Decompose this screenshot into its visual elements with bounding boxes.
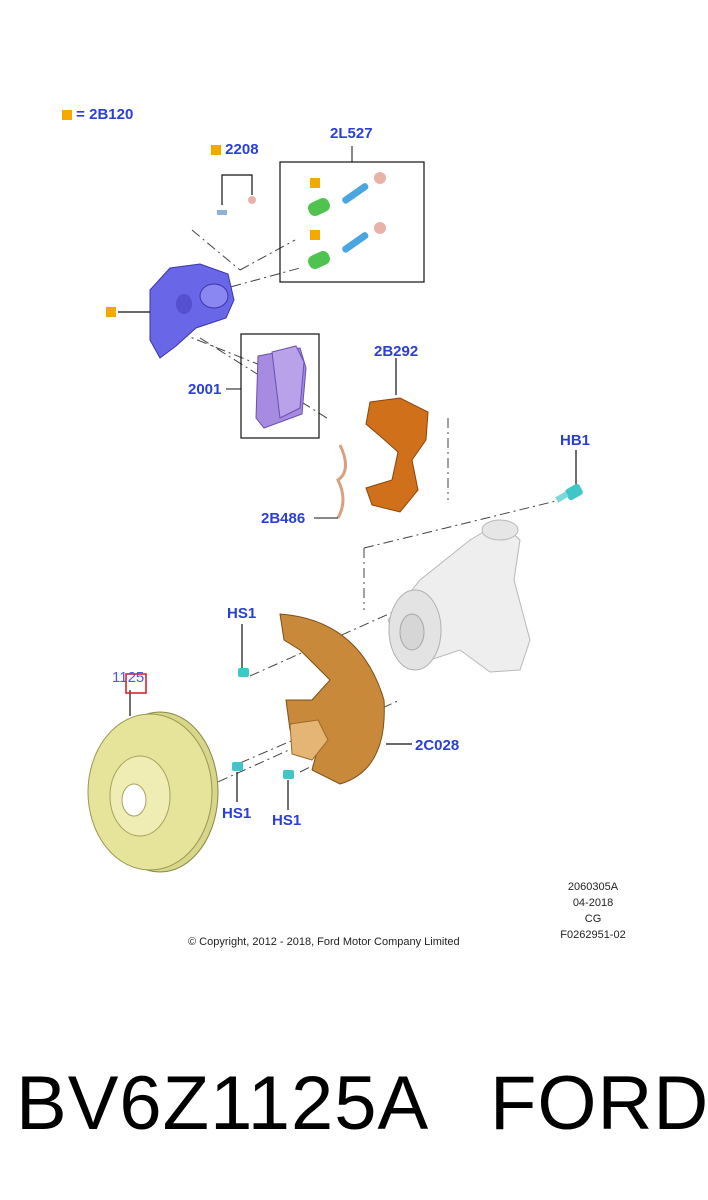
meta-ref: F0262951-02 <box>560 929 626 941</box>
label-HS1-left: HS1 <box>222 805 252 822</box>
meta-date: 04-2018 <box>572 897 614 909</box>
label-HS1-right: HS1 <box>272 812 302 829</box>
legend-code: = 2B120 <box>76 106 134 123</box>
label-2208: 2208 <box>211 141 259 158</box>
part-number: BV6Z1125A <box>16 1061 430 1146</box>
copyright: © Copyright, 2012 - 2018, Ford Motor Com… <box>188 936 460 948</box>
brake-caliper <box>149 263 235 359</box>
label-2B292: 2B292 <box>374 343 419 360</box>
label-2001: 2001 <box>188 381 222 398</box>
brake-rotor <box>87 711 219 873</box>
label-2B486: 2B486 <box>261 510 306 527</box>
hub-bolt <box>555 483 583 503</box>
label-2L527: 2L527 <box>330 125 373 142</box>
dust-shield <box>279 613 385 785</box>
label-2208-text: 2208 <box>225 141 259 158</box>
meta-code: 2060305A <box>567 881 619 893</box>
label-HS1-top: HS1 <box>227 605 257 622</box>
diagram-meta: 2060305A 04-2018 CG F0262951-02 <box>553 879 633 943</box>
highlight-box <box>125 673 147 694</box>
label-2C028: 2C028 <box>415 737 460 754</box>
caliper-bracket <box>365 397 429 513</box>
steering-knuckle <box>387 519 531 673</box>
legend-square-icon <box>211 145 221 156</box>
label-HB1: HB1 <box>560 432 591 449</box>
label-1125: 1125 <box>112 669 145 686</box>
meta-cg: CG <box>584 913 602 925</box>
brand-name: FORD <box>490 1061 708 1146</box>
guide-pin-kit <box>308 172 386 270</box>
exploded-brake-diagram <box>87 146 583 873</box>
legend-square-icon <box>62 110 72 121</box>
brake-pads <box>255 345 307 429</box>
legend: = 2B120 <box>62 106 133 123</box>
